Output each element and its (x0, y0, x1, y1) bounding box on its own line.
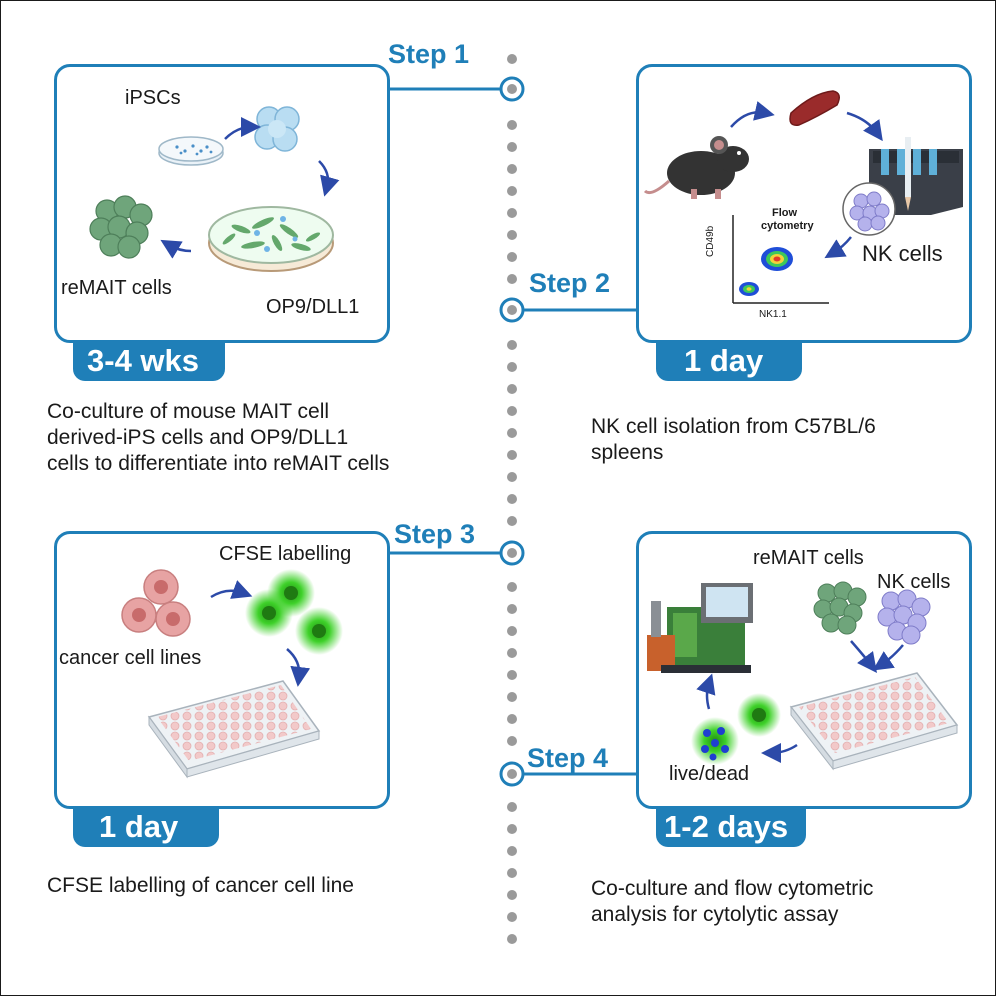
timeline-dot (507, 230, 517, 240)
timeline-dot (507, 494, 517, 504)
timeline-dot (507, 670, 517, 680)
duration-badge-step3: 1 day (73, 807, 219, 847)
duration-badge-step4: 1-2 days (656, 807, 806, 847)
timeline-dot (507, 384, 517, 394)
cd49b-axis-label: CD49b (705, 225, 716, 257)
op9-label: OP9/DLL1 (266, 296, 360, 318)
timeline-dot (507, 406, 517, 416)
step4-label: Step 4 (527, 743, 609, 773)
timeline-dot (507, 846, 517, 856)
step3-label: Step 3 (394, 519, 476, 549)
flow-title-line2: cytometry (761, 220, 814, 232)
timeline-dot (507, 692, 517, 702)
nk11-axis-label: NK1.1 (759, 309, 787, 320)
description-line: cells to differentiate into reMAIT cells (47, 452, 390, 475)
timeline-dot (507, 472, 517, 482)
description-line: analysis for cytolytic assay (591, 903, 839, 926)
timeline-dot (507, 252, 517, 262)
timeline-dot (507, 802, 517, 812)
timeline-dot (507, 890, 517, 900)
timeline-dot (507, 208, 517, 218)
timeline-dotted-line (507, 54, 517, 944)
timeline-dot (507, 868, 517, 878)
timeline-dot (507, 912, 517, 922)
description-line: Co-culture and flow cytometric (591, 877, 874, 900)
timeline-dot (507, 274, 517, 284)
description-line: NK cell isolation from C57BL/6 (591, 415, 876, 438)
timeline-dot (507, 604, 517, 614)
description-line: spleens (591, 441, 664, 464)
nk-cells-label: NK cells (862, 241, 943, 266)
step1-node (389, 76, 525, 102)
timeline-dot (507, 428, 517, 438)
step3-description: CFSE labelling of cancer cell line (47, 873, 354, 899)
timeline-dot (507, 516, 517, 526)
step4-node (499, 761, 637, 787)
step1-description: Co-culture of mouse MAIT cell derived-iP… (47, 399, 389, 477)
panel-step2 (636, 64, 972, 343)
remait-label: reMAIT cells (61, 277, 172, 299)
timeline-dot (507, 934, 517, 944)
remait-label: reMAIT cells (753, 547, 864, 569)
timeline-dot (507, 120, 517, 130)
cfse-label: CFSE labelling (219, 543, 352, 565)
timeline-dot (507, 186, 517, 196)
step2-description: NK cell isolation from C57BL/6 spleens (591, 414, 876, 466)
timeline-dot (507, 164, 517, 174)
ipscs-label: iPSCs (125, 87, 181, 109)
step2-label: Step 2 (529, 268, 611, 298)
timeline-dot (507, 54, 517, 64)
cancer-cells-label: cancer cell lines (59, 647, 202, 669)
live-dead-label: live/dead (669, 763, 750, 785)
nk-cells-label: NK cells (877, 571, 951, 593)
duration-badge-step1: 3-4 wks (73, 341, 225, 381)
timeline-dot (507, 736, 517, 746)
timeline-dot (507, 582, 517, 592)
step2-node (499, 297, 637, 323)
timeline-dot (507, 362, 517, 372)
description-line: derived-iPS cells and OP9/DLL1 (47, 426, 349, 449)
timeline-dot (507, 450, 517, 460)
description-line: Co-culture of mouse MAIT cell (47, 400, 330, 423)
step3-node (389, 540, 525, 566)
panel-step3 (54, 531, 390, 809)
timeline-dot (507, 714, 517, 724)
flow-title-line1: Flow (772, 207, 798, 219)
duration-badge-step2: 1 day (656, 341, 802, 381)
timeline-dot (507, 142, 517, 152)
timeline-dot (507, 340, 517, 350)
description-line: CFSE labelling of cancer cell line (47, 874, 354, 897)
timeline-dot (507, 626, 517, 636)
step4-description: Co-culture and flow cytometric analysis … (591, 876, 873, 928)
timeline-dot (507, 648, 517, 658)
step1-label: Step 1 (388, 39, 470, 69)
timeline-dot (507, 824, 517, 834)
